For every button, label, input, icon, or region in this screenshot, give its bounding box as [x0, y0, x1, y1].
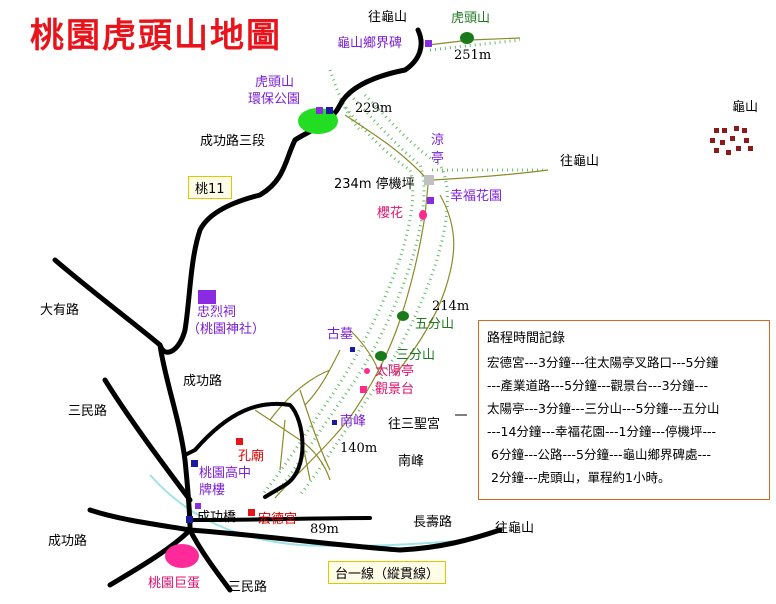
hongde-temple-marker [248, 509, 255, 516]
label-alt-229: 229m [355, 101, 393, 116]
ancient-tomb-marker [350, 347, 355, 352]
label-to-guishan-top: 往龜山 [368, 10, 408, 25]
timetable-title: 路程時間記錄 [487, 331, 566, 346]
label-confucius-temple: 孔廟 [238, 449, 265, 464]
label-changshou-rd: 長壽路 [413, 515, 453, 530]
vegetation-area [260, 38, 545, 496]
nanfeng-marker [332, 420, 337, 425]
label-park-line1: 虎頭山 [255, 75, 295, 90]
label-alt-89: 89m [310, 522, 339, 537]
road-changshou [188, 516, 372, 522]
roads [52, 27, 503, 593]
label-hongde-temple: 宏德宮 [258, 512, 298, 527]
sanfenshan-peak-marker [375, 351, 387, 361]
label-hutoushan-peak: 虎頭山 [451, 11, 491, 26]
label-chenggong-bridge: 成功橋 [197, 510, 237, 525]
label-liang-line1: 涼 [431, 133, 445, 148]
big-egg-marker [165, 544, 199, 568]
tao11-route-box: 桃11 [188, 176, 232, 199]
label-to-sansheng: 往三聖宮 [388, 417, 441, 432]
road-sanmin-bottom [187, 527, 233, 593]
road-dayou [52, 257, 163, 348]
label-chenggong-rd-bottom: 成功路 [48, 534, 88, 549]
label-sanfenshan: 三分山 [396, 348, 436, 363]
eco-park-area [298, 108, 338, 134]
label-alt-140: 140m [340, 441, 378, 456]
view-platform-marker [360, 386, 367, 393]
label-big-egg: 桃園巨蛋 [148, 576, 201, 591]
hs-gate-marker [195, 503, 201, 509]
timetable-line: 2分鐘---虎頭山，單程約1小時。 [491, 470, 671, 485]
route1-box: 台一線（縱貫線） [328, 561, 447, 584]
label-alt-251: 251m [454, 48, 492, 63]
road-chenggong-sec3 [157, 27, 424, 355]
chenggong-bridge-marker [186, 516, 193, 523]
label-guishan-boundary: 龜山鄉界碑 [337, 36, 403, 51]
happiness-garden-marker [427, 197, 434, 204]
parking-marker [424, 175, 434, 185]
timetable-panel: 路程時間記錄 宏德宮---3分鐘---往太陽亭叉路口---5分鐘 ---產業道路… [478, 320, 770, 500]
label-taoyuan-hs-line1: 桃園高中 [199, 466, 252, 481]
label-alt-214: 214m [432, 299, 470, 314]
label-martyr-line2: （桃園神社） [187, 322, 266, 337]
timetable-line: 太陽亭---3分鐘---三分山---5分鐘---五分山 [487, 401, 720, 416]
label-wufenshan: 五分山 [415, 317, 455, 332]
road-chenggong-bottom [87, 507, 193, 533]
label-happiness-garden: 幸福花園 [450, 189, 503, 204]
hutoushan-peak-marker [460, 32, 474, 44]
label-to-guishan-mid: 往龜山 [560, 154, 600, 169]
label-taoyuan-hs-line2: 牌樓 [199, 483, 226, 498]
guishan-boundary-marker [425, 40, 432, 47]
label-parking: 234m 停機坪 [334, 177, 415, 192]
timetable-line: 宏德宮---3分鐘---往太陽亭叉路口---5分鐘 [487, 355, 719, 370]
timetable-line: 6分鐘---公路---5分鐘---龜山鄉界碑處--- [491, 447, 712, 462]
label-sanmin-rd-left: 三民路 [68, 404, 108, 419]
road-guishan [187, 527, 503, 553]
road-to-big-egg [107, 527, 193, 588]
label-cherry: 櫻花 [377, 206, 404, 221]
map-title: 桃園虎頭山地圖 [30, 16, 282, 56]
martyr-shrine-marker [198, 290, 216, 304]
label-nanfeng-2: 南峰 [398, 454, 425, 469]
label-park-line2: 環保公園 [248, 92, 301, 107]
label-ancient-tomb: 古墓 [327, 327, 354, 342]
eco-park-marker-b [326, 107, 333, 114]
timetable-line: ---產業道路---5分鐘---觀景台---3分鐘--- [487, 378, 709, 393]
eco-park-marker-a [316, 107, 323, 114]
label-to-guishan-bottom: 往龜山 [495, 521, 535, 536]
label-view-platform: 觀景台 [375, 382, 415, 397]
wufenshan-peak-marker [397, 311, 409, 321]
label-nanfeng-1: 南峰 [340, 414, 367, 429]
label-liang-line2: 亭 [431, 151, 445, 166]
road-branch [183, 401, 305, 499]
label-chenggong-sec3: 成功路三段 [200, 134, 266, 149]
road-sanmin-left [102, 377, 193, 503]
label-dayou-rd: 大有路 [40, 303, 80, 318]
label-chenggong-rd: 成功路 [183, 374, 223, 389]
taoyuan-hs-marker [191, 460, 198, 467]
confucius-temple-marker [236, 438, 243, 445]
sun-pavilion-marker [364, 368, 370, 374]
timetable-line: ---14分鐘---幸福花園---1分鐘---停機坪--- [487, 424, 717, 439]
guishan-town-blocks [710, 126, 753, 155]
label-sun-pavilion: 太陽亭 [375, 364, 415, 379]
label-martyr-line1: 忠烈祠 [197, 305, 237, 320]
label-sanmin-rd-bottom: 三民路 [228, 580, 268, 595]
road-chenggong-main [157, 342, 193, 533]
label-guishan-town: 龜山 [732, 100, 759, 115]
cherry-marker [419, 210, 427, 220]
